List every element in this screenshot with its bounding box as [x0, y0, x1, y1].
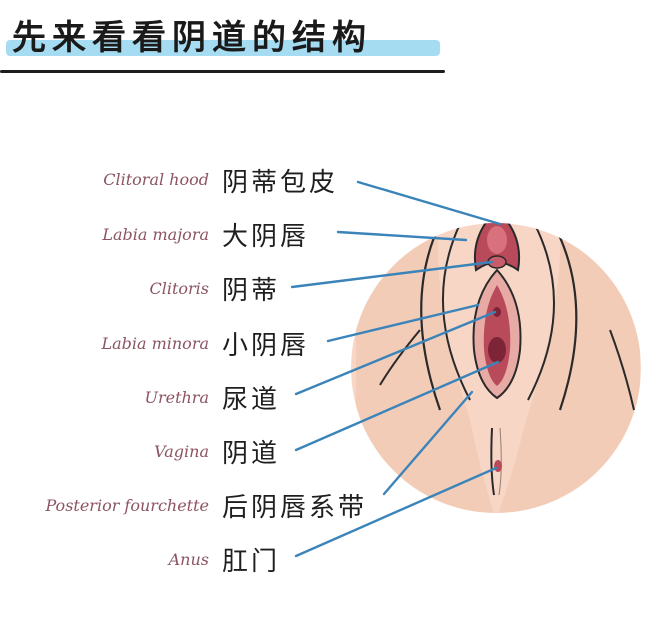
leader-posterior-fourchette — [382, 390, 474, 496]
left-leg-line — [379, 329, 421, 386]
label-en-clitoris: Clitoris — [149, 279, 209, 298]
label-cn-posterior-fourchette: 后阴唇系带 — [222, 493, 368, 523]
title-highlight — [6, 40, 440, 56]
labia-majora-left — [441, 223, 471, 401]
leader-labia-minora — [326, 303, 480, 343]
urethra-opening — [493, 307, 501, 317]
label-cn-labia-minora: 小阴唇 — [222, 331, 310, 361]
leader-anus — [294, 466, 498, 558]
label-cn-labia-majora: 大阴唇 — [222, 222, 310, 252]
labia-majora-right — [527, 223, 555, 401]
vestibule — [483, 285, 511, 386]
anus-shape — [494, 460, 502, 472]
label-en-labia-majora: Labia majora — [102, 225, 209, 244]
leader-urethra — [294, 310, 497, 396]
leader-clitoral-hood — [356, 180, 502, 226]
label-en-vagina: Vagina — [154, 442, 209, 461]
title-underline — [0, 70, 445, 73]
right-thigh-shading — [496, 223, 640, 513]
perineum-line — [490, 427, 495, 496]
label-cn-vagina: 阴道 — [222, 439, 281, 469]
label-en-posterior-fourchette: Posterior fourchette — [45, 496, 209, 515]
label-cn-anus: 肛门 — [222, 547, 281, 577]
leader-labia-majora — [336, 230, 468, 242]
label-en-anus: Anus — [168, 550, 209, 569]
label-en-urethra: Urethra — [144, 388, 209, 407]
leader-clitoris — [290, 260, 494, 289]
page-title: 先来看看阴道的结构 — [12, 18, 372, 58]
label-cn-clitoral-hood: 阴蒂包皮 — [222, 168, 339, 198]
illustration — [351, 223, 641, 513]
hood-highlight — [487, 226, 507, 254]
label-cn-clitoris: 阴蒂 — [222, 276, 281, 306]
label-en-clitoral-hood: Clitoral hood — [103, 170, 209, 189]
right-leg-line — [609, 329, 635, 411]
leader-vagina — [294, 360, 500, 452]
label-cn-urethra: 尿道 — [222, 385, 281, 415]
vaginal-opening — [488, 337, 506, 363]
label-en-labia-minora: Labia minora — [101, 334, 209, 353]
